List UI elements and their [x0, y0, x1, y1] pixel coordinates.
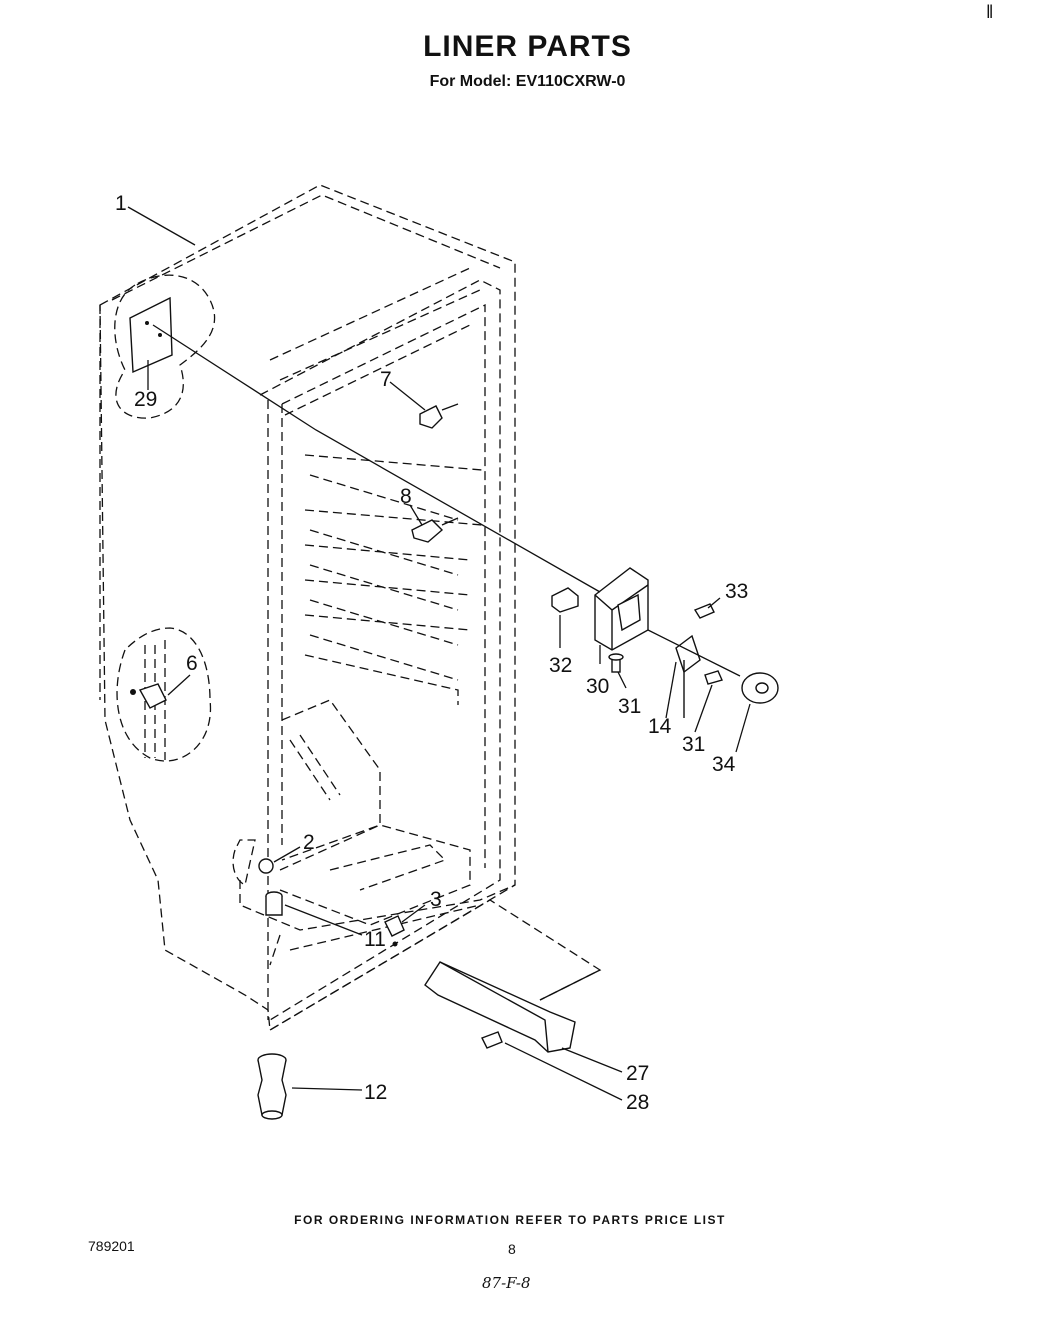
part-29-label-plate [129, 296, 173, 374]
callout-2: 2 [303, 831, 315, 854]
part-31-screw-a [608, 653, 624, 673]
corner-mark: ‖ [986, 2, 994, 22]
page-title: LINER PARTS [423, 30, 632, 63]
part-14-thermostat-plate [675, 634, 701, 718]
callout-1: 1 [115, 192, 127, 215]
page-number: 8 [508, 1241, 516, 1257]
part-3-clip [384, 915, 405, 947]
part-27-bracket [424, 961, 576, 1053]
callout-32: 32 [549, 654, 572, 677]
part-8-bracket [411, 517, 459, 543]
handwritten-note: 87-F-8 [482, 1274, 531, 1292]
part-6-clip [130, 683, 167, 709]
part-11-hinge-pin [265, 891, 283, 916]
callout-3: 3 [430, 888, 442, 911]
callout-30: 30 [586, 675, 609, 698]
leader-lines [127, 206, 751, 1101]
callout-7: 7 [380, 368, 392, 391]
part-34-knob [741, 672, 779, 704]
callout-29: 29 [134, 388, 157, 411]
part-7-bracket [419, 403, 459, 429]
part-28-screw [481, 1031, 503, 1049]
callout-labels: 1 29 7 8 6 33 32 30 31 14 31 34 2 3 11 1… [115, 192, 748, 1114]
callout-14: 14 [648, 715, 672, 738]
callout-11: 11 [364, 928, 386, 951]
part-2-bumper [258, 858, 274, 874]
callout-6: 6 [186, 652, 198, 675]
document-number: 789201 [88, 1238, 135, 1254]
callout-34: 34 [712, 753, 736, 776]
model-subtitle: For Model: EV110CXRW-0 [429, 73, 626, 90]
callout-33: 33 [725, 580, 748, 603]
part-12-leveling-leg [257, 1053, 287, 1120]
callout-12: 12 [364, 1081, 387, 1104]
callout-31-a: 31 [618, 695, 641, 718]
callout-27: 27 [626, 1062, 649, 1085]
part-31-screw-b [704, 670, 723, 685]
callout-8: 8 [400, 485, 412, 508]
callout-28: 28 [626, 1091, 649, 1114]
liner-cabinet [99, 184, 602, 1032]
ordering-note: FOR ORDERING INFORMATION REFER TO PARTS … [294, 1213, 726, 1227]
part-32-block [551, 587, 579, 613]
callout-31-b: 31 [682, 733, 705, 756]
part-30-control-housing [594, 567, 649, 651]
